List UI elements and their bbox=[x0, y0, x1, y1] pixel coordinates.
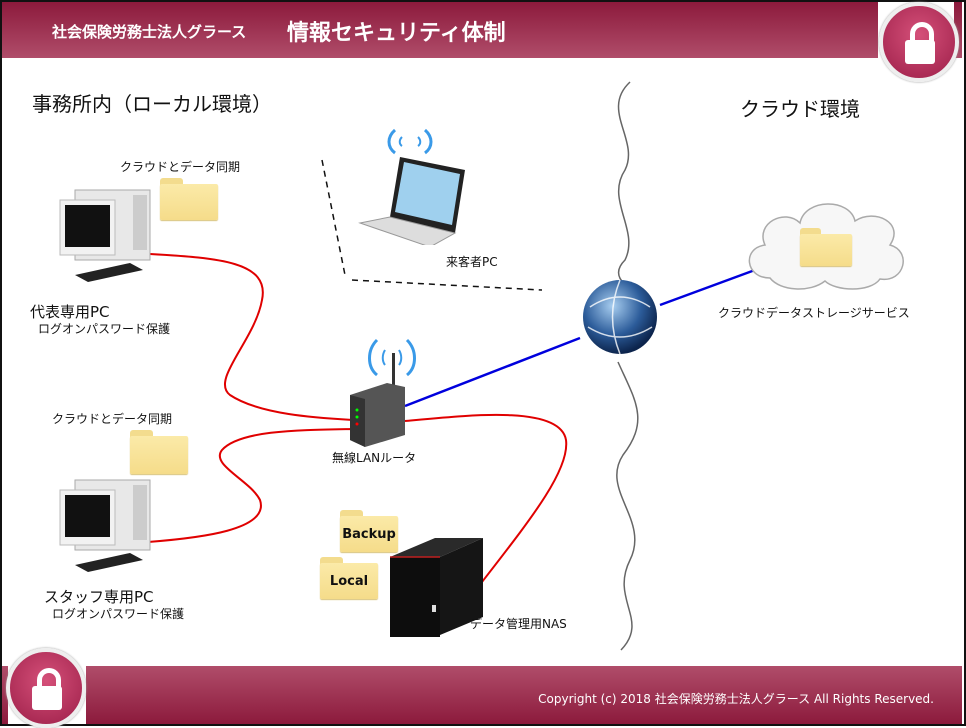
footer-strip bbox=[2, 666, 8, 724]
wire-router-nas bbox=[404, 413, 568, 583]
folder-icon bbox=[160, 178, 218, 220]
wireless-router-icon bbox=[350, 338, 416, 447]
wire-staff-pc-router bbox=[147, 428, 355, 543]
laptop-icon bbox=[358, 128, 465, 245]
wifi-signal-icon bbox=[368, 338, 416, 377]
rep-pc-name: 代表専用PC bbox=[30, 303, 110, 321]
staff-pc-note: ログオンパスワード保護 bbox=[52, 607, 185, 621]
boundary-wave-upper bbox=[617, 81, 633, 291]
page-title: 情報セキュリティ体制 bbox=[287, 21, 506, 46]
cloud-storage-name: クラウドデータストレージサービス bbox=[718, 306, 910, 320]
folder-icon bbox=[130, 430, 188, 474]
desktop-pc-icon bbox=[59, 189, 151, 282]
folder-backup: Backup bbox=[340, 510, 398, 552]
organization-name: 社会保険労務士法人グラース bbox=[52, 23, 247, 41]
router-name: 無線LANルータ bbox=[332, 451, 417, 465]
staff-pc-name: スタッフ専用PC bbox=[44, 588, 154, 606]
boundary-wave-lower bbox=[616, 361, 639, 651]
staff-pc-folder-caption: クラウドとデータ同期 bbox=[52, 412, 173, 426]
desktop-pc-icon bbox=[59, 479, 151, 572]
rep-pc-note: ログオンパスワード保護 bbox=[38, 322, 171, 336]
footer-bar: Copyright (c) 2018 社会保険労務士法人グラース All Rig… bbox=[86, 666, 962, 724]
folder-local: Local bbox=[320, 557, 378, 599]
wire-router-internet bbox=[404, 336, 581, 408]
guest-pc-name: 来客者PC bbox=[446, 255, 498, 269]
folder-icon bbox=[800, 228, 852, 266]
nas-name: データ管理用NAS bbox=[470, 617, 567, 631]
wire-rep-pc-router bbox=[149, 253, 355, 421]
lock-icon bbox=[879, 2, 959, 82]
rep-pc-folder-caption: クラウドとデータ同期 bbox=[120, 160, 241, 174]
header-strip bbox=[954, 2, 962, 58]
copyright-text: Copyright (c) 2018 社会保険労務士法人グラース All Rig… bbox=[538, 692, 934, 706]
nas-icon bbox=[390, 538, 483, 637]
cloud-section-title: クラウド環境 bbox=[740, 97, 860, 121]
local-section-title: 事務所内（ローカル環境） bbox=[32, 92, 272, 116]
header-bar: 社会保険労務士法人グラース 情報セキュリティ体制 bbox=[2, 2, 878, 58]
guest-zone-boundary bbox=[321, 159, 346, 276]
internet-globe-icon bbox=[583, 279, 657, 355]
wire-internet-cloud bbox=[659, 268, 756, 307]
wifi-signal-icon bbox=[387, 128, 433, 155]
guest-zone-boundary-bottom bbox=[351, 279, 543, 291]
